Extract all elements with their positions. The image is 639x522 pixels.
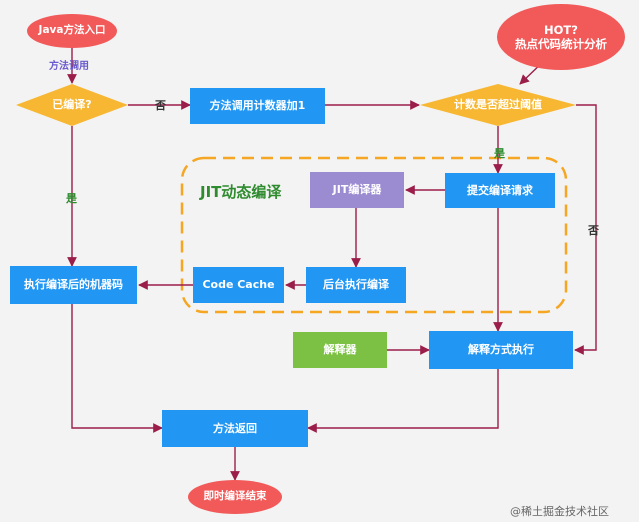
watermark: @稀土掘金技术社区 [510, 505, 609, 518]
code-cache-box: Code Cache [193, 267, 284, 303]
jit-region-box [180, 156, 568, 314]
counter-increment-text: 方法调用计数器加1 [209, 99, 306, 113]
threshold-diamond [420, 84, 576, 126]
jit-end-node: 即时编译结束 [188, 480, 282, 514]
edge-threshold-interp [574, 104, 597, 355]
interpreter-text: 解释器 [323, 343, 357, 357]
yes-label-mid: 是 [494, 147, 505, 160]
jit-compiler-text: JIT编译器 [332, 183, 382, 197]
interpreter-box: 解释器 [293, 332, 387, 368]
edge-interp-return [307, 369, 499, 433]
interpret-exec-text: 解释方式执行 [468, 343, 534, 357]
method-return-text: 方法返回 [213, 421, 257, 435]
hot-analysis-text: 热点代码统计分析 [515, 37, 607, 51]
java-entry-text: Java方法入口 [38, 24, 106, 37]
background-compile-text: 后台执行编译 [323, 278, 389, 292]
submit-request-box: 提交编译请求 [445, 173, 555, 208]
compiled-decision-text: 已编译? [52, 98, 92, 112]
jit-region-title: JIT动态编译 [200, 183, 282, 201]
threshold-decision: 计数是否超过阈值 [420, 84, 576, 126]
edge-exec-return [71, 304, 163, 433]
compiled-decision: 已编译? [16, 84, 128, 126]
background-compile-box: 后台执行编译 [306, 267, 406, 303]
jit-compiler-box: JIT编译器 [310, 172, 404, 208]
submit-request-text: 提交编译请求 [467, 183, 533, 197]
method-call-label: 方法调用 [49, 61, 89, 72]
compiled-diamond [16, 84, 128, 126]
hot-text: HOT? [544, 22, 578, 37]
yes-label-left: 是 [66, 192, 77, 205]
java-entry-node: Java方法入口 [27, 14, 117, 48]
jit-end-text: 即时编译结束 [203, 490, 267, 503]
no-label-right: 否 [588, 224, 599, 237]
code-cache-text: Code Cache [202, 278, 275, 292]
no-label-top: 否 [155, 99, 166, 112]
interpret-exec-box: 解释方式执行 [429, 331, 573, 369]
counter-increment-box: 方法调用计数器加1 [190, 88, 325, 124]
exec-machine-code-box: 执行编译后的机器码 [10, 266, 137, 304]
method-return-box: 方法返回 [162, 410, 308, 447]
exec-machine-code-text: 执行编译后的机器码 [24, 278, 123, 292]
threshold-decision-text: 计数是否超过阈值 [454, 98, 542, 112]
hot-analysis-node: HOT? 热点代码统计分析 [497, 4, 625, 70]
